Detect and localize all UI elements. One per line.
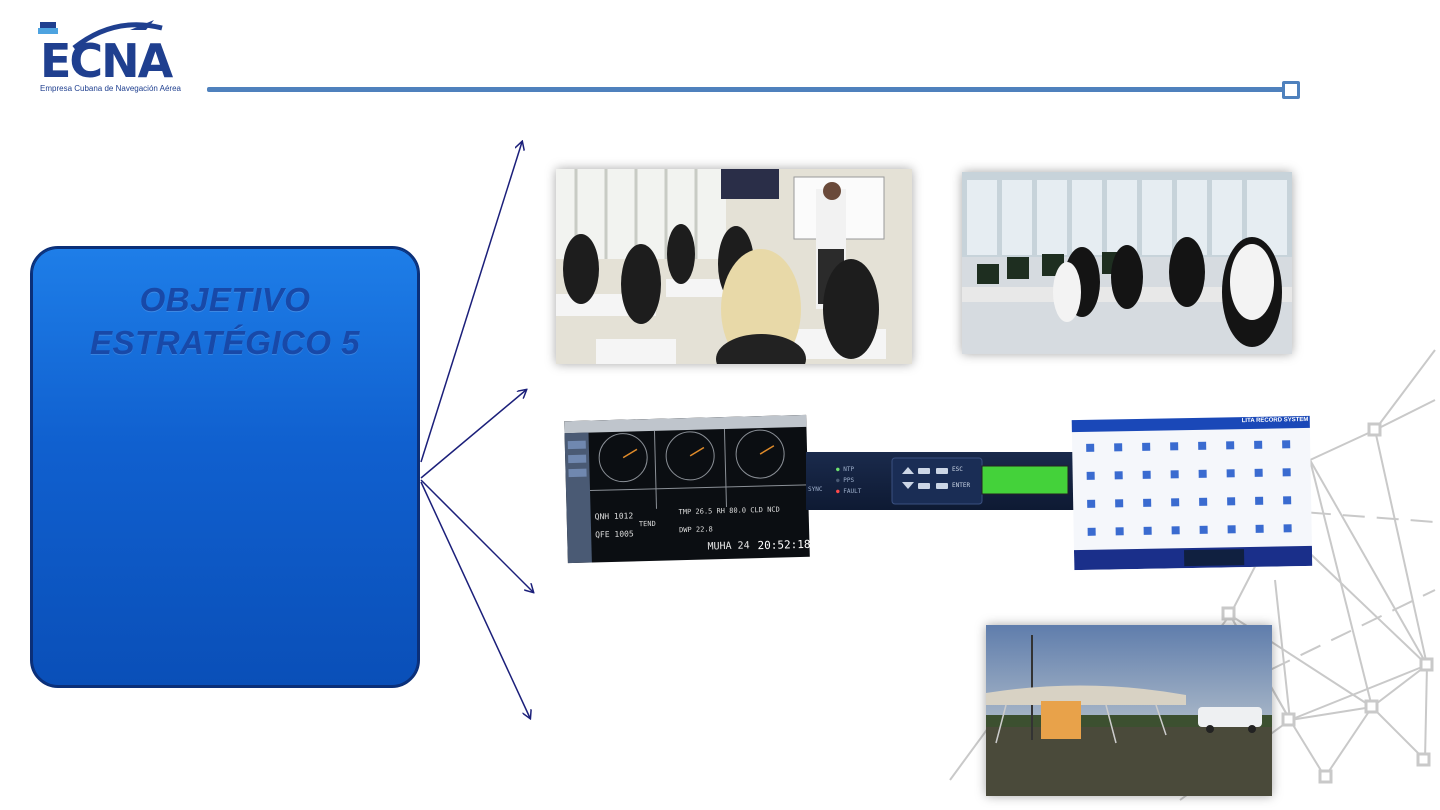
objective-title: OBJETIVO ESTRATÉGICO 5 [32,278,418,364]
arrow-to-devices [420,479,533,592]
clock-time: 20:52:18 [757,537,811,553]
ecna-logo: ECNA Empresa Cubana de Navegación Aérea [34,18,184,98]
sync-label: SYNC [808,486,823,493]
arrow-to-systems [420,390,526,479]
qfe-value: 1005 [614,529,634,539]
station-id: MUHA 24 [707,540,750,553]
radar-site-photo [986,625,1272,796]
header-divider [207,87,1287,92]
enter-label: ENTER [952,482,971,489]
arrow-to-infrastructure [420,481,530,718]
strategic-objective-box: OBJETIVO ESTRATÉGICO 5 [30,246,420,688]
tend-label: TEND [638,519,656,529]
time-server-panel: ● NTP ● PPS ● FAULT SYNC ESC ENTER [806,452,1078,510]
tower-icon [38,20,163,50]
cld-value: NCD [767,505,780,514]
tmp-value: 26.5 [695,507,713,516]
qfe-label: QFE [595,530,610,540]
ntp-label: NTP [843,466,855,473]
header-divider-end-node [1282,81,1300,99]
cld-label: CLD [750,506,764,515]
control-room-simulator-photo [962,172,1292,354]
rh-label: RH [716,507,726,516]
objective-title-line1: OBJETIVO [139,281,311,318]
dwp-value: 22.8 [695,525,713,534]
classroom-training-photo [556,169,912,364]
qnh-value: 1012 [613,511,634,521]
fault-label: FAULT [843,488,862,495]
rh-value: 80.0 [729,506,747,515]
weather-station-screen: QNH 1012 QFE 1005 TEND TMP 26.5 RH 80.0 … [564,414,811,564]
qnh-label: QNH [594,512,610,522]
logo-subtitle: Empresa Cubana de Navegación Aérea [40,84,181,93]
pps-label: PPS [843,477,855,484]
logo-wordmark: ECNA [40,34,173,88]
dwp-label: DWP [678,525,692,535]
tmp-label: TMP [678,507,692,517]
esc-label: ESC [952,466,963,473]
arrow-to-training [420,142,522,463]
objective-title-line2: ESTRATÉGICO 5 [90,324,360,361]
recording-system-screen: LITA RECORD SYSTEM [1071,415,1313,571]
